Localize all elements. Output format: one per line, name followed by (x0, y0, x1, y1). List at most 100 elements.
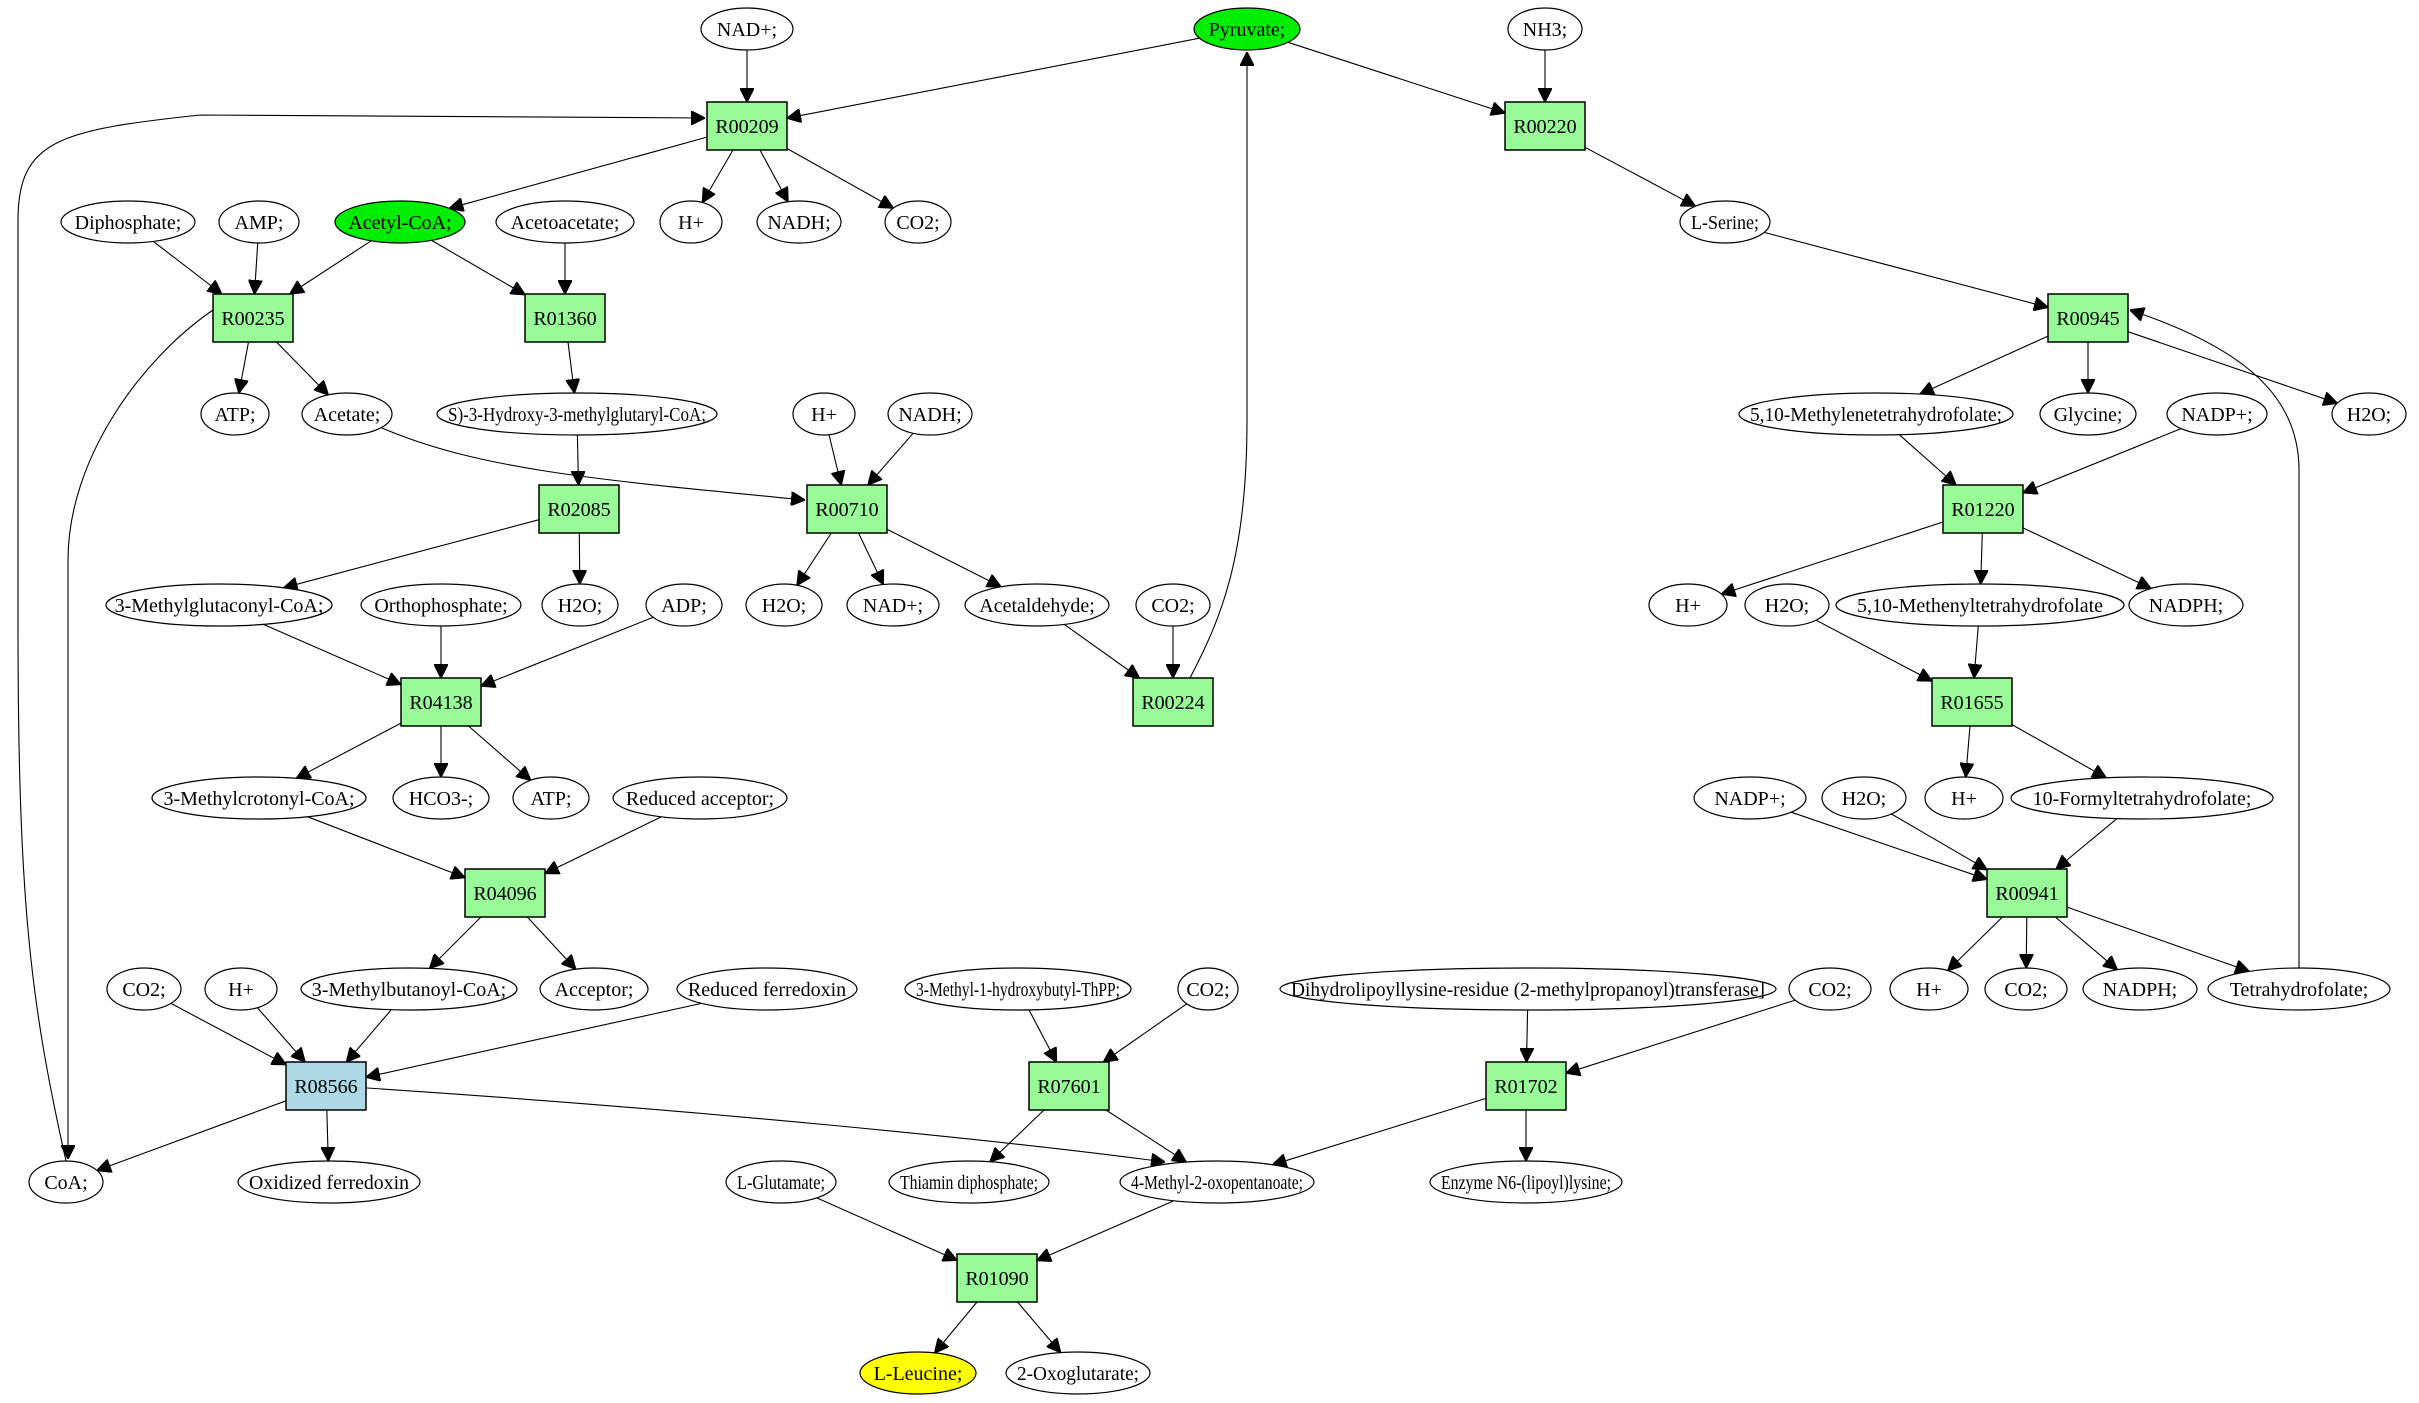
edge-h2o-4-to-r01655-r01655 (1815, 619, 1932, 681)
compound-node-glycine[interactable]: Glycine; (2039, 392, 2137, 436)
compound-node-pyruvate[interactable]: Pyruvate; (1193, 7, 1301, 51)
compound-node-3-methylbutanoyl-coa[interactable]: 3-Methylbutanoyl-CoA; (300, 967, 518, 1011)
compound-node-nadph[interactable]: NADPH; (2128, 583, 2244, 627)
compound-ellipse (676, 967, 858, 1011)
compound-node-hco3[interactable]: HCO3-; (392, 776, 490, 820)
edge-3-methylcrotonyl-coa-mcrotonyl-to-r04096-r04096 (307, 816, 466, 878)
reaction-node-r08566[interactable]: R08566 (285, 1061, 367, 1111)
compound-node-nadh[interactable]: NADH; (887, 392, 973, 436)
edge-pyruvate-pyruvate-to-r00220-r00220 (1287, 41, 1505, 113)
compound-node-reduced-ferredoxin[interactable]: Reduced ferredoxin (676, 967, 858, 1011)
node-label: 5,10-Methenyltetrahydrofolate (1857, 595, 2103, 617)
compound-node-co2[interactable]: CO2; (1788, 967, 1872, 1011)
compound-node-2-oxoglutarate[interactable]: 2-Oxoglutarate; (1005, 1351, 1151, 1395)
edge-r01360-r01360-to-s-3-hydroxy-3-methylglutaryl-coa-hmgcoa (568, 341, 574, 393)
compound-node-acetate[interactable]: Acetate; (301, 392, 393, 436)
reaction-box (212, 293, 294, 343)
compound-node-reduced-acceptor[interactable]: Reduced acceptor; (612, 776, 788, 820)
reaction-node-r04138[interactable]: R04138 (400, 677, 482, 727)
compound-node-l-glutamate[interactable]: L-Glutamate; (725, 1160, 837, 1204)
compound-ellipse (904, 967, 1132, 1011)
node-label: NADPH; (2149, 595, 2223, 617)
compound-node-nadph[interactable]: NADPH; (2082, 967, 2198, 1011)
compound-node-oxidized-ferredoxin[interactable]: Oxidized ferredoxin (237, 1160, 421, 1204)
edge-r01655-r01655-to-10-formyltetrahydrofolate-formylthf (2011, 724, 2106, 778)
edge-r00945-r00945-to-h2o-1 (2127, 331, 2337, 404)
reaction-node-r01090[interactable]: R01090 (956, 1253, 1038, 1303)
compound-node-h2o[interactable]: H2O; (1821, 776, 1907, 820)
compound-node-dihydrolipoyllysine-residue-2-methylpropanoyl-transferase[interactable]: Dihydrolipoyllysine-residue (2-methylpro… (1279, 967, 1777, 1011)
compound-node-co2[interactable]: CO2; (1177, 967, 1239, 1011)
compound-node-nh3[interactable]: NH3; (1507, 7, 1583, 51)
reaction-node-r00710[interactable]: R00710 (806, 484, 888, 534)
compound-node-thiamin-diphosphate[interactable]: Thiamin diphosphate; (888, 1160, 1050, 1204)
compound-ellipse (218, 200, 300, 244)
reaction-node-r00220[interactable]: R00220 (1504, 101, 1586, 151)
node-label: R00941 (1995, 883, 2058, 905)
compound-node-acetoacetate[interactable]: Acetoacetate; (495, 200, 635, 244)
compound-node-orthophosphate[interactable]: Orthophosphate; (360, 583, 522, 627)
reaction-node-r00945[interactable]: R00945 (2047, 293, 2129, 343)
compound-node-5-10-methylenetetrahydrofolate[interactable]: 5,10-Methylenetetrahydrofolate; (1738, 392, 2014, 436)
compound-node-co2[interactable]: CO2; (1984, 967, 2068, 1011)
reaction-node-r01220[interactable]: R01220 (1942, 484, 2024, 534)
reaction-node-r00224[interactable]: R00224 (1132, 677, 1214, 727)
compound-ellipse (1788, 967, 1872, 1011)
compound-node-co2[interactable]: CO2; (1135, 583, 1211, 627)
compound-node-diphosphate[interactable]: Diphosphate; (60, 200, 196, 244)
compound-node-h2o[interactable]: H2O; (1744, 583, 1830, 627)
compound-ellipse (2082, 967, 2198, 1011)
compound-node-amp[interactable]: AMP; (218, 200, 300, 244)
compound-node-co2[interactable]: CO2; (884, 200, 952, 244)
compound-node-co2[interactable]: CO2; (106, 967, 182, 1011)
compound-node-acetyl-coa[interactable]: Acetyl-CoA; (334, 200, 466, 244)
compound-node-h[interactable]: H+ (1889, 967, 1969, 1011)
compound-node-l-serine[interactable]: L-Serine; (1679, 200, 1771, 244)
compound-node-h2o[interactable]: H2O; (541, 583, 619, 627)
reaction-node-r00209[interactable]: R00209 (706, 101, 788, 151)
compound-node-l-leucine[interactable]: L-Leucine; (859, 1351, 977, 1395)
compound-node-acetaldehyde[interactable]: Acetaldehyde; (964, 583, 1110, 627)
compound-node-h2o[interactable]: H2O; (2331, 392, 2407, 436)
compound-node-h2o[interactable]: H2O; (745, 583, 823, 627)
reaction-node-r04096[interactable]: R04096 (464, 868, 546, 918)
compound-node-h[interactable]: H+ (659, 200, 723, 244)
compound-node-4-methyl-2-oxopentanoate[interactable]: 4-Methyl-2-oxopentanoate; (1119, 1160, 1315, 1204)
compound-node-atp[interactable]: ATP; (512, 776, 590, 820)
compound-node-3-methylcrotonyl-coa[interactable]: 3-Methylcrotonyl-CoA; (151, 776, 367, 820)
reaction-node-r01360[interactable]: R01360 (524, 293, 606, 343)
compound-node-s-3-hydroxy-3-methylglutaryl-coa[interactable]: S)-3-Hydroxy-3-methylglutaryl-CoA; (436, 392, 718, 436)
compound-node-tetrahydrofolate[interactable]: Tetrahydrofolate; (2207, 967, 2391, 1011)
compound-node-h[interactable]: H+ (792, 392, 856, 436)
compound-node-3-methyl-1-hydroxybutyl-thpp[interactable]: 3-Methyl-1-hydroxybutyl-ThPP; (904, 967, 1132, 1011)
compound-node-coa[interactable]: CoA; (28, 1160, 104, 1204)
node-label: Acetoacetate; (511, 212, 620, 234)
reaction-node-r01655[interactable]: R01655 (1931, 677, 2013, 727)
compound-node-nadp[interactable]: NADP+; (1693, 776, 1807, 820)
reaction-node-r02085[interactable]: R02085 (538, 484, 620, 534)
reaction-node-r00941[interactable]: R00941 (1986, 868, 2068, 918)
compound-node-h[interactable]: H+ (1648, 583, 1728, 627)
compound-node-5-10-methenyltetrahydrofolate[interactable]: 5,10-Methenyltetrahydrofolate (1835, 583, 2125, 627)
edge-r00710-r00710-to-acetaldehyde-acetaldehyde (886, 528, 1001, 587)
edge-r04096-r04096-to-3-methylbutanoyl-coa-mbutanoyl (430, 916, 482, 968)
reaction-box (538, 484, 620, 534)
compound-node-3-methylglutaconyl-coa[interactable]: 3-Methylglutaconyl-CoA; (105, 583, 333, 627)
compound-node-acceptor[interactable]: Acceptor; (539, 967, 649, 1011)
compound-node-nadh[interactable]: NADH; (756, 200, 842, 244)
compound-node-enzyme-n6-lipoyl-lysine[interactable]: Enzyme N6-(lipoyl)lysine; (1429, 1160, 1623, 1204)
compound-node-nad[interactable]: NAD+; (846, 583, 940, 627)
reaction-node-r00235[interactable]: R00235 (212, 293, 294, 343)
reaction-node-r07601[interactable]: R07601 (1028, 1061, 1110, 1111)
compound-node-adp[interactable]: ADP; (645, 583, 723, 627)
node-label: R00235 (221, 308, 284, 330)
compound-node-h[interactable]: H+ (1924, 776, 2004, 820)
compound-node-h[interactable]: H+ (204, 967, 278, 1011)
compound-ellipse (2207, 967, 2391, 1011)
compound-node-nad[interactable]: NAD+; (700, 7, 794, 51)
compound-node-atp[interactable]: ATP; (200, 392, 270, 436)
reaction-box (464, 868, 546, 918)
compound-node-nadp[interactable]: NADP+; (2166, 392, 2268, 436)
compound-node-10-formyltetrahydrofolate[interactable]: 10-Formyltetrahydrofolate; (2010, 776, 2274, 820)
reaction-node-r01702[interactable]: R01702 (1485, 1061, 1567, 1111)
